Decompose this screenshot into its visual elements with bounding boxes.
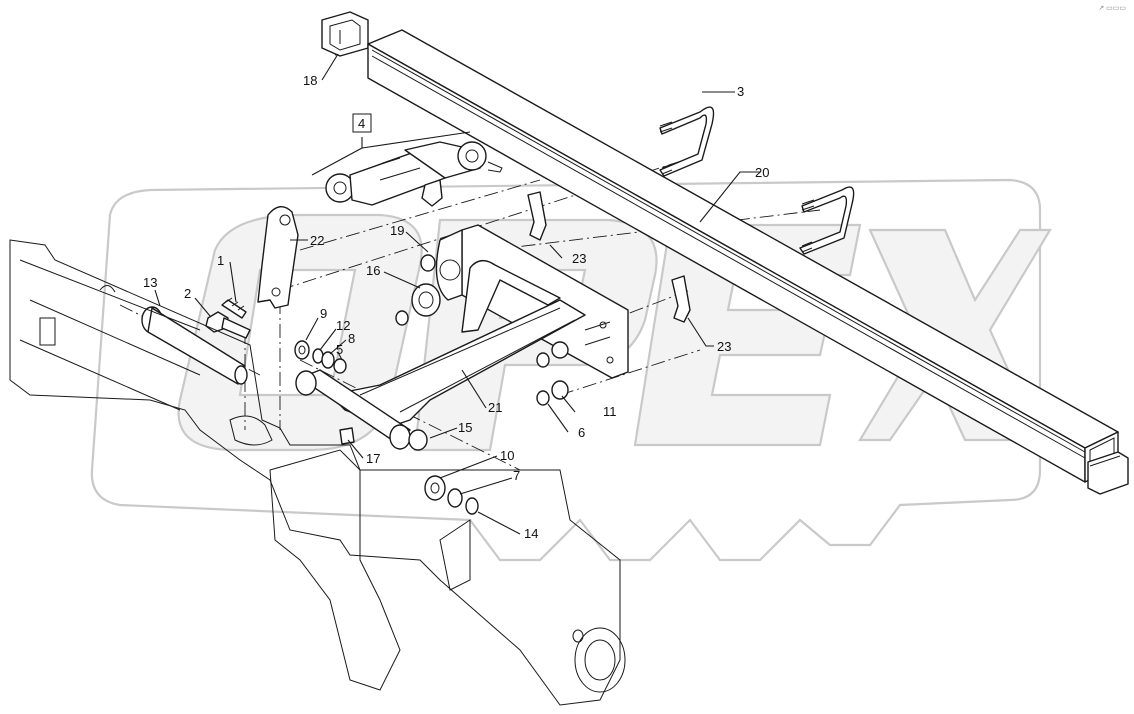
part-nut-19 — [420, 254, 436, 272]
callout-21: 21 — [488, 400, 502, 415]
callout-16: 16 — [366, 263, 380, 278]
group-label-4: 4 — [358, 116, 365, 131]
part-end-cap-top — [321, 11, 369, 57]
part-washer-11 — [424, 475, 446, 501]
watermark-gear — [90, 178, 1042, 562]
part-washer-8 — [447, 488, 463, 508]
part-end-cap-right — [1087, 451, 1129, 495]
part-washer-9 — [294, 340, 310, 360]
part-nut-7 — [321, 351, 335, 369]
part-bushing-16 — [395, 283, 441, 326]
callout-3: 3 — [737, 84, 744, 99]
part-circlip-13 — [465, 497, 479, 515]
callout-10: 11 — [603, 404, 617, 419]
callout-2: 2 — [184, 286, 191, 301]
callout-23-lower: 23 — [717, 339, 731, 354]
part-bolt-17 — [339, 427, 355, 445]
callout-11: 10 — [500, 448, 514, 463]
callout-23-upper: 23 — [572, 251, 586, 266]
callout-7: 8 — [348, 331, 355, 346]
callout-5: 5 — [336, 342, 343, 357]
part-clip-23-lower — [671, 275, 691, 323]
part-washer-10 — [551, 341, 569, 400]
callout-13: 14 — [524, 526, 538, 541]
callout-14: 13 — [143, 275, 157, 290]
callout-22: 22 — [310, 233, 324, 248]
callout-18: 18 — [303, 73, 317, 88]
part-bolt-1 — [221, 297, 247, 319]
part-nut-6 — [536, 352, 550, 406]
callout-labels: 18 3 20 4 22 1 2 13 9 12 8 5 19 16 23 23… — [143, 73, 769, 541]
callout-20: 20 — [755, 165, 769, 180]
callout-6: 6 — [578, 425, 585, 440]
part-bushing-15 — [295, 369, 428, 451]
callout-17: 17 — [366, 451, 380, 466]
callout-19: 19 — [390, 223, 404, 238]
part-square-tube — [367, 29, 1119, 483]
callout-15: 15 — [458, 420, 472, 435]
tractor-frame — [9, 239, 626, 706]
part-plate-22 — [257, 206, 299, 309]
part-u-bolt-upper — [659, 106, 715, 177]
part-clip-23-upper — [527, 191, 547, 241]
leader-lines — [154, 53, 760, 535]
part-top-link — [325, 141, 503, 207]
group-label-box — [352, 113, 372, 133]
callout-1: 1 — [217, 253, 224, 268]
part-nut-5 — [333, 358, 347, 374]
callout-9: 9 — [320, 306, 327, 321]
part-u-bolt-lower — [799, 186, 855, 255]
callout-12: 12 — [336, 318, 350, 333]
callout-8: 7 — [513, 468, 520, 483]
corner-mark: ↗ ▭▭▭ — [1098, 5, 1126, 12]
part-bracket-21 — [329, 224, 629, 426]
